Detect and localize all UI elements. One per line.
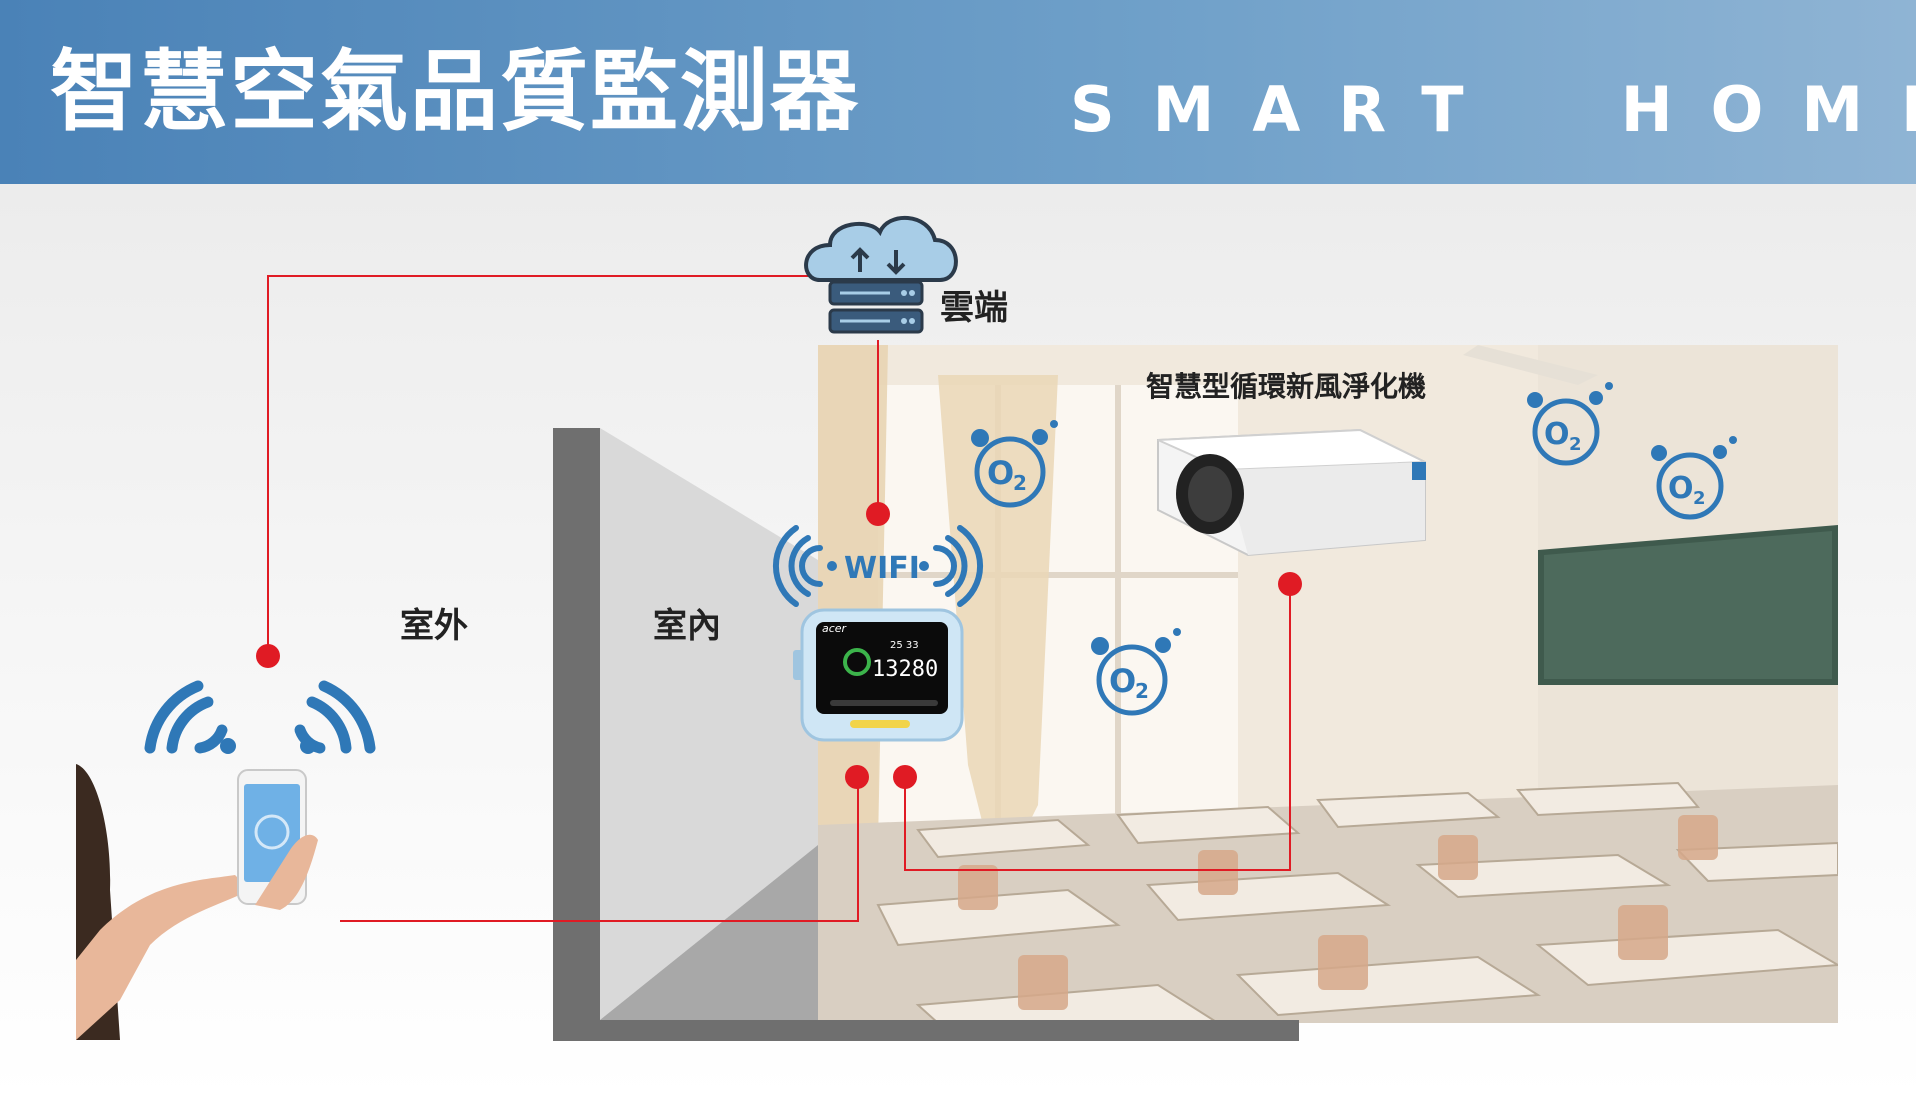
svg-text:2: 2 <box>1569 434 1582 455</box>
svg-text:2: 2 <box>1013 471 1027 495</box>
oxygen-icon-1: O 2 <box>971 420 1058 508</box>
classroom-scene <box>818 345 1838 1023</box>
wifi-badge-icon <box>772 525 984 607</box>
svg-text:O: O <box>1109 662 1136 700</box>
smartphone-in-hand <box>76 764 318 1040</box>
oxygen-icon-2: O 2 <box>1091 628 1181 716</box>
page-subtitle: SMART HOME <box>1070 73 1916 146</box>
oxygen-icon-3: O 2 <box>1527 382 1613 466</box>
outdoor-label: 室外 <box>400 606 468 646</box>
cloud-server-icon <box>804 216 958 334</box>
classroom-illustration <box>818 345 1838 1023</box>
monitor-node-dot-left <box>845 765 869 789</box>
cloud-label: 雲端 <box>940 288 1008 328</box>
connection-dots <box>256 502 1302 789</box>
phone-wifi-icon <box>144 680 376 754</box>
wall-divider <box>553 428 1299 1041</box>
air-quality-monitor <box>793 608 964 742</box>
phone-node-dot <box>256 644 280 668</box>
air-purifier-unit <box>1157 428 1426 557</box>
indoor-label: 室內 <box>653 606 721 646</box>
svg-text:O: O <box>987 454 1014 492</box>
monitor-reading: 13280 <box>872 657 938 682</box>
purifier-node-dot <box>1278 572 1302 596</box>
monitor-temp-humidity: 25 33 <box>890 640 919 651</box>
monitor-brand: acer <box>822 622 848 635</box>
wifi-label: WIFI <box>844 551 920 586</box>
page-title: 智慧空氣品質監測器 <box>50 40 861 143</box>
oxygen-icon-4: O 2 <box>1651 436 1737 520</box>
svg-text:O: O <box>1544 417 1570 452</box>
svg-text:2: 2 <box>1693 488 1706 509</box>
purifier-label: 智慧型循環新風淨化機 <box>1146 370 1427 403</box>
monitor-node-dot-right <box>893 765 917 789</box>
header-banner: 智慧空氣品質監測器 SMART HOME <box>0 0 1916 184</box>
svg-text:O: O <box>1668 471 1694 506</box>
wifi-node-dot <box>866 502 890 526</box>
svg-text:2: 2 <box>1135 679 1149 703</box>
connection-lines <box>267 275 1291 922</box>
